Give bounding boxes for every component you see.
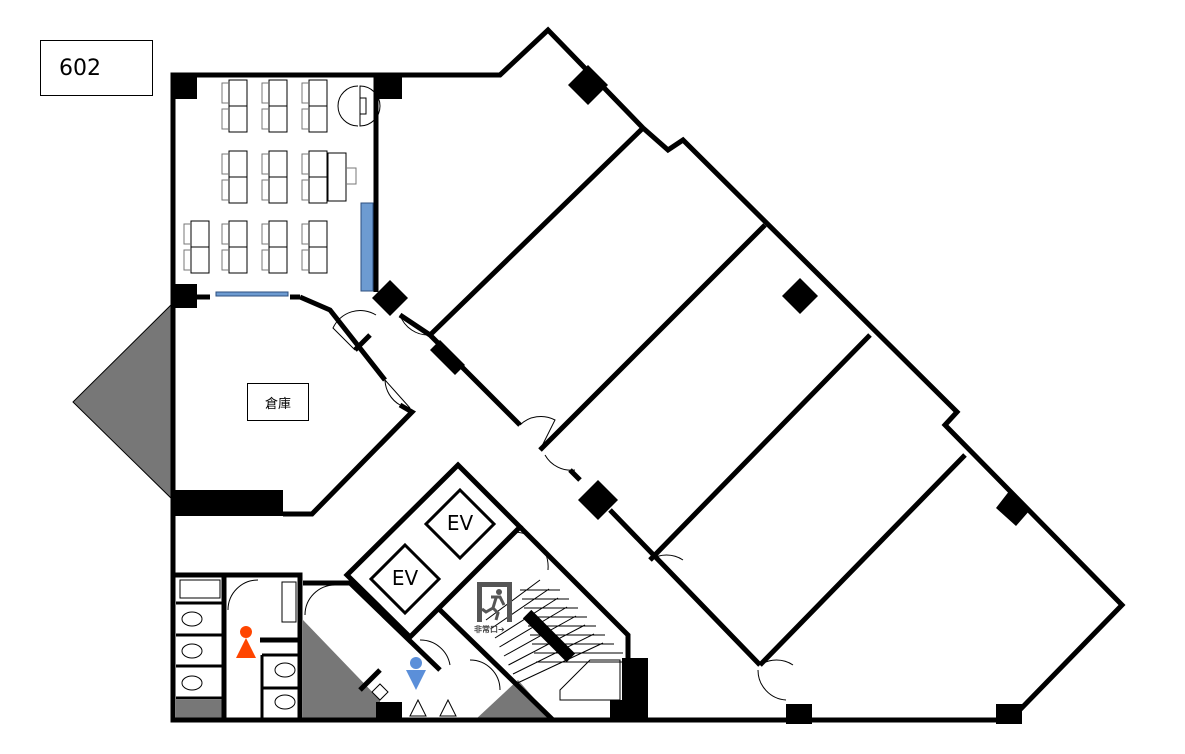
desk-pair — [301, 150, 328, 204]
elevator-1 — [423, 487, 497, 561]
shaft-left — [72, 301, 174, 502]
elevator-label-2: EV — [391, 566, 419, 590]
storage-wall — [283, 294, 417, 517]
emergency-exit-label: 非常口➔ — [474, 625, 505, 634]
outer-wall — [170, 26, 1126, 723]
shaft-toilet-left — [176, 700, 224, 720]
elevator-label-1: EV — [446, 511, 474, 535]
desk-pair — [221, 79, 248, 133]
projector-icon — [337, 85, 381, 127]
elevator-2 — [368, 542, 442, 616]
storage-room-label: 倉庫 — [247, 383, 309, 421]
stair-step — [512, 633, 595, 675]
desk-pair — [221, 150, 248, 204]
desk-pair — [261, 150, 288, 204]
stairs-wall — [438, 525, 631, 722]
male-toilet-icon — [406, 657, 426, 690]
stair-landing — [559, 659, 621, 701]
stair-handrail — [522, 609, 576, 663]
toilet-fixtures — [179, 579, 501, 717]
desk-pair — [261, 220, 288, 274]
shaft-stairs — [475, 680, 553, 720]
stair-step — [490, 588, 550, 630]
floor-number-label: 602 — [40, 40, 153, 96]
emergency-exit-icon — [477, 582, 512, 622]
toilet-walls — [173, 572, 442, 720]
stair-steps — [485, 579, 632, 684]
pillars — [173, 65, 1030, 724]
door-swings — [332, 310, 794, 701]
desk-pair — [183, 220, 210, 274]
office-dividers — [428, 126, 967, 667]
desk-pair — [221, 220, 248, 274]
female-toilet-icon — [236, 626, 256, 658]
desk-pair — [301, 79, 328, 133]
storage-label-text: 倉庫 — [264, 396, 291, 412]
floor-number: 602 — [59, 55, 101, 81]
toilet-stalls — [176, 601, 300, 720]
shaft-toilet — [303, 620, 380, 720]
desk-pair — [261, 79, 288, 133]
stair-step — [508, 624, 586, 666]
whiteboard-bottom — [215, 291, 289, 297]
desk-group — [183, 79, 357, 274]
elevator-core — [343, 461, 524, 641]
whiteboard-right — [360, 202, 374, 292]
stair-step — [517, 642, 604, 684]
desk-pair — [301, 220, 328, 274]
stair-step — [485, 579, 541, 621]
stair-step — [503, 615, 577, 657]
teacher-desk — [327, 152, 347, 202]
